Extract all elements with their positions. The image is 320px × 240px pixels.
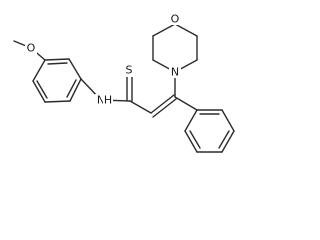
ring-bond — [68, 58, 82, 80]
vinyl-phenyl-bond — [174, 96, 198, 111]
ring-double-bond — [36, 80, 48, 99]
methoxy-oxygen-label: O — [27, 42, 36, 55]
ring-double-bond — [47, 62, 68, 65]
ring-double-bond — [218, 130, 230, 149]
ring-bond — [32, 80, 46, 103]
morpholine-nitrogen-label: N — [171, 66, 179, 79]
morpholine-oxygen-label: O — [171, 13, 180, 26]
ring-double-bond — [66, 79, 77, 98]
methoxyphenyl-ring — [32, 58, 82, 103]
ring-bond — [221, 109, 235, 132]
c-c-bond — [129, 100, 152, 114]
amide-hydrogen-label: H — [104, 94, 112, 107]
chemical-structure-diagram: O N H S N O — [13, 13, 235, 153]
c-c-double-bond — [150, 94, 175, 114]
ring-bond — [44, 58, 70, 61]
amide-nitrogen-label: N — [97, 94, 105, 107]
ring-bond — [221, 130, 235, 153]
atom-labels: O N H S N O — [25, 13, 181, 107]
ring-bond — [174, 23, 198, 37]
ring-bond — [32, 59, 46, 82]
ring-bond — [184, 130, 198, 153]
ring-bond — [44, 100, 71, 103]
ring-bond — [152, 23, 176, 37]
c-c-double-bond — [152, 98, 177, 118]
thione-sulfur-label: S — [126, 64, 133, 77]
ring-bond — [184, 109, 198, 132]
ring-bond — [69, 78, 82, 102]
phenyl-ring — [174, 96, 235, 153]
ring-double-bond — [189, 130, 201, 149]
